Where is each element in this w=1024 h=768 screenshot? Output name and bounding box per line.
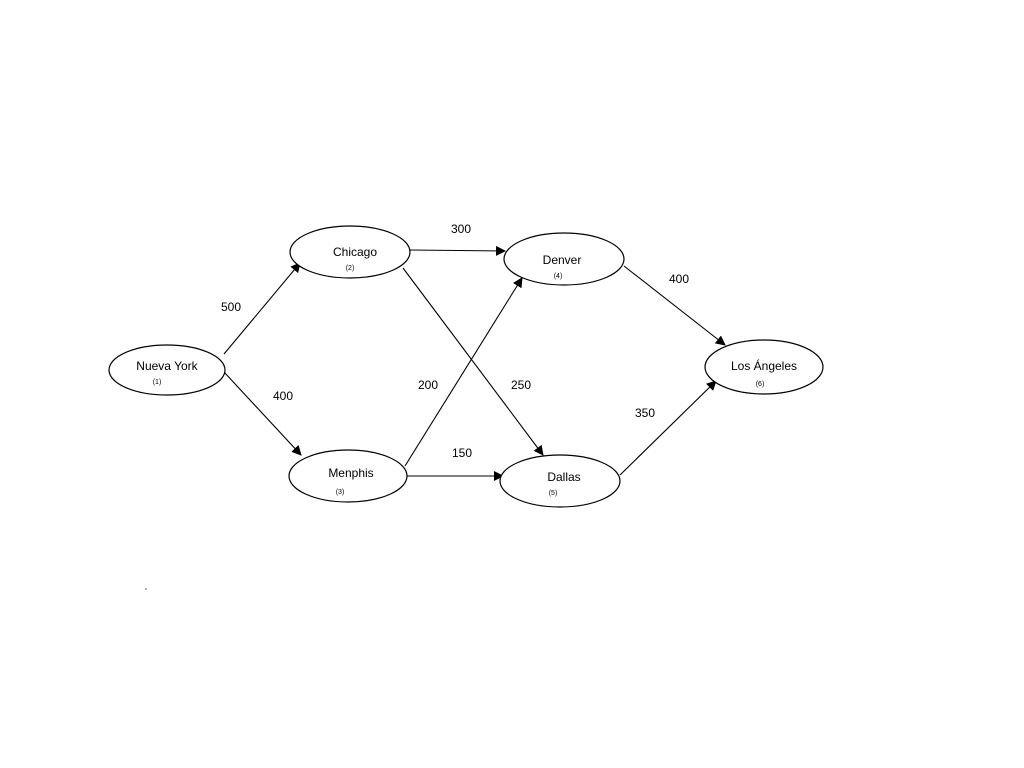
node-chicago-number: (2) — [346, 265, 355, 272]
edge-weight-chicago-denver: 300 — [451, 222, 471, 236]
edge-chi-den — [409, 245, 506, 256]
node-nueva-york-number: (1) — [153, 379, 162, 386]
node-denver-ellipse — [503, 232, 625, 286]
edge-weight-ny-chicago: 500 — [221, 300, 241, 314]
node-dallas-label: Dallas — [547, 470, 580, 484]
node-denver-label: Denver — [543, 253, 582, 267]
node-chicago-ellipse — [289, 225, 411, 279]
node-denver-number: (4) — [554, 273, 563, 280]
stray-speck — [145, 588, 147, 590]
node-menphis: Menphis (3) — [288, 449, 408, 503]
edge-weight-chicago-dallas: 250 — [511, 378, 531, 392]
edge-weight-denver-la: 400 — [669, 272, 689, 286]
node-dallas-ellipse — [499, 454, 621, 508]
edge-dal-la — [619, 380, 717, 476]
node-los-angeles-number: (6) — [756, 381, 765, 388]
edge-den-la — [623, 265, 726, 346]
edge-weight-ny-menphis: 400 — [273, 389, 293, 403]
edges-layer — [223, 245, 726, 481]
node-menphis-label: Menphis — [328, 466, 373, 480]
node-los-angeles: Los Ángeles (6) — [704, 339, 824, 395]
node-nueva-york-ellipse — [108, 344, 226, 396]
node-menphis-ellipse — [288, 449, 408, 503]
edge-men-den — [404, 277, 523, 467]
node-chicago-label: Chicago — [333, 245, 377, 259]
node-los-angeles-ellipse — [704, 339, 824, 395]
node-los-angeles-label: Los Ángeles — [731, 358, 797, 373]
node-dallas-number: (5) — [549, 490, 558, 497]
node-menphis-number: (3) — [336, 489, 345, 496]
edge-chi-dal — [402, 267, 544, 456]
node-nueva-york: Nueva York (1) — [108, 344, 226, 396]
node-nueva-york-label: Nueva York — [136, 359, 198, 373]
edge-weight-menphis-dallas: 150 — [452, 446, 472, 460]
edge-ny-men — [223, 371, 302, 456]
edge-weight-dallas-la: 350 — [635, 406, 655, 420]
edge-weight-menphis-denver: 200 — [418, 378, 438, 392]
node-chicago: Chicago (2) — [289, 225, 411, 279]
node-denver: Denver (4) — [503, 232, 625, 286]
edge-ny-chi — [223, 262, 301, 355]
node-dallas: Dallas (5) — [499, 454, 621, 508]
